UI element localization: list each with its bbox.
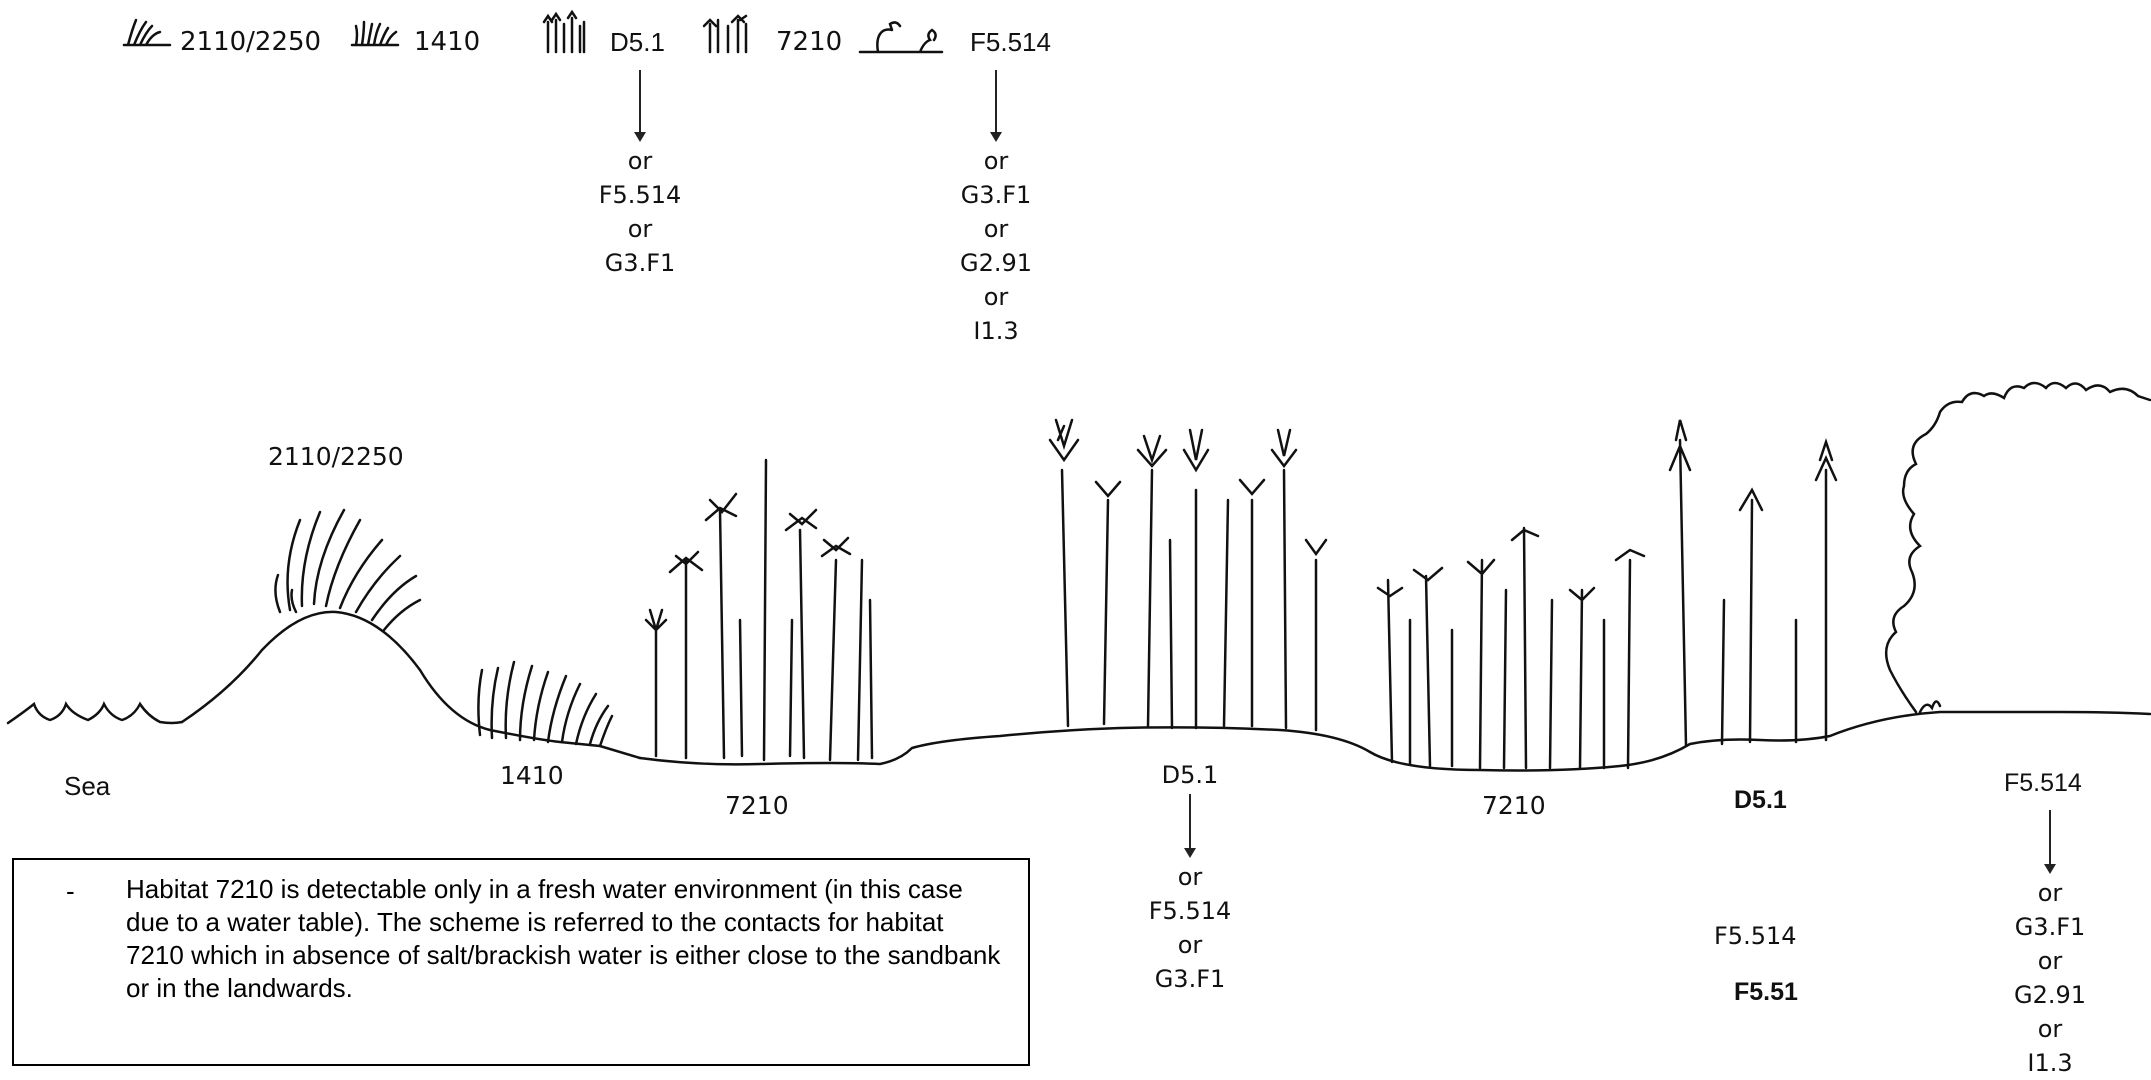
legend-fen-label: 7210 [776, 27, 843, 57]
f5514-mid-label: F5.514 [1714, 922, 1797, 950]
legend-reed-label: D5.1 [610, 27, 665, 57]
chain-item: I1.3 [2027, 1049, 2073, 1077]
d51-right-label: D5.1 [1734, 786, 1787, 814]
chain-item: G2.91 [2013, 981, 2087, 1009]
dune-grass [274, 508, 422, 632]
bottom-d51-arrow [1184, 794, 1196, 858]
chain-item: or [983, 215, 1009, 243]
scrub-outline [1884, 381, 2151, 714]
chain-item: or [1177, 931, 1203, 959]
saltmarsh-label: 1410 [500, 761, 564, 790]
chain-item: G3.F1 [604, 249, 676, 277]
chain-item: or [2037, 879, 2063, 907]
reeds-left-fen [644, 458, 874, 762]
top-d51-alternatives: or F5.514 or G3.F1 [592, 70, 688, 280]
f551-label: F5.51 [1734, 978, 1798, 1006]
fen-left-label: 7210 [725, 791, 789, 820]
chain-item: I1.3 [973, 317, 1019, 345]
dune-grass-legend-icon [122, 18, 172, 47]
legend-saltmarsh-label: 1410 [414, 27, 481, 57]
note-box [12, 858, 1030, 1066]
fen-right-label: 7210 [1482, 791, 1546, 820]
chain-item: or [627, 215, 653, 243]
left-fen-basin [638, 726, 1372, 766]
chain-item: or [627, 147, 653, 175]
saltmarsh-grass [477, 660, 614, 748]
scrub-base [1918, 700, 1942, 714]
note-bullet: - [66, 876, 75, 906]
chain-item: or [2037, 1015, 2063, 1043]
saltmarsh-legend-icon [350, 20, 400, 47]
chain-item: or [983, 147, 1009, 175]
chain-item: G2.91 [959, 249, 1033, 277]
fen-sedge-legend-icon [702, 14, 748, 54]
top-f5514-arrow [990, 70, 1002, 142]
f5514-right-label: F5.514 [2004, 769, 2082, 797]
dune-label: 2110/2250 [268, 442, 404, 471]
dune-profile [180, 610, 642, 760]
chain-item: G3.F1 [1154, 965, 1226, 993]
chain-item: F5.514 [1148, 897, 1232, 925]
legend-scrub-label: F5.514 [970, 27, 1051, 57]
scrub-legend-icon [858, 21, 944, 54]
bottom-f5514-arrow [2044, 810, 2056, 874]
bottom-d51-alternatives: D5.1 or F5.514 or G3.F1 [1140, 758, 1240, 996]
chain-item: G3.F1 [960, 181, 1032, 209]
center-d51-label: D5.1 [1161, 761, 1219, 789]
top-d51-arrow [634, 70, 646, 142]
reeds-right-fen [1376, 419, 1838, 770]
top-f5514-alternatives: or G3.F1 or G2.91 or I1.3 [948, 70, 1044, 348]
right-fen-basin [1368, 710, 2151, 772]
chain-item: or [1177, 863, 1203, 891]
note-text: Habitat 7210 is detectable only in a fre… [126, 874, 1001, 1003]
chain-item: F5.514 [598, 181, 682, 209]
bottom-f5514-alternatives: or G3.F1 or G2.91 or I1.3 [2000, 810, 2100, 1080]
reed-bed-legend-icon [542, 9, 586, 54]
chain-item: or [983, 283, 1009, 311]
chain-item: or [2037, 947, 2063, 975]
reeds-center [1048, 418, 1328, 732]
sea-waves [6, 700, 184, 725]
chain-item: G3.F1 [2014, 913, 2086, 941]
legend-dune-label: 2110/2250 [180, 27, 322, 57]
sea-label: Sea [64, 771, 111, 801]
